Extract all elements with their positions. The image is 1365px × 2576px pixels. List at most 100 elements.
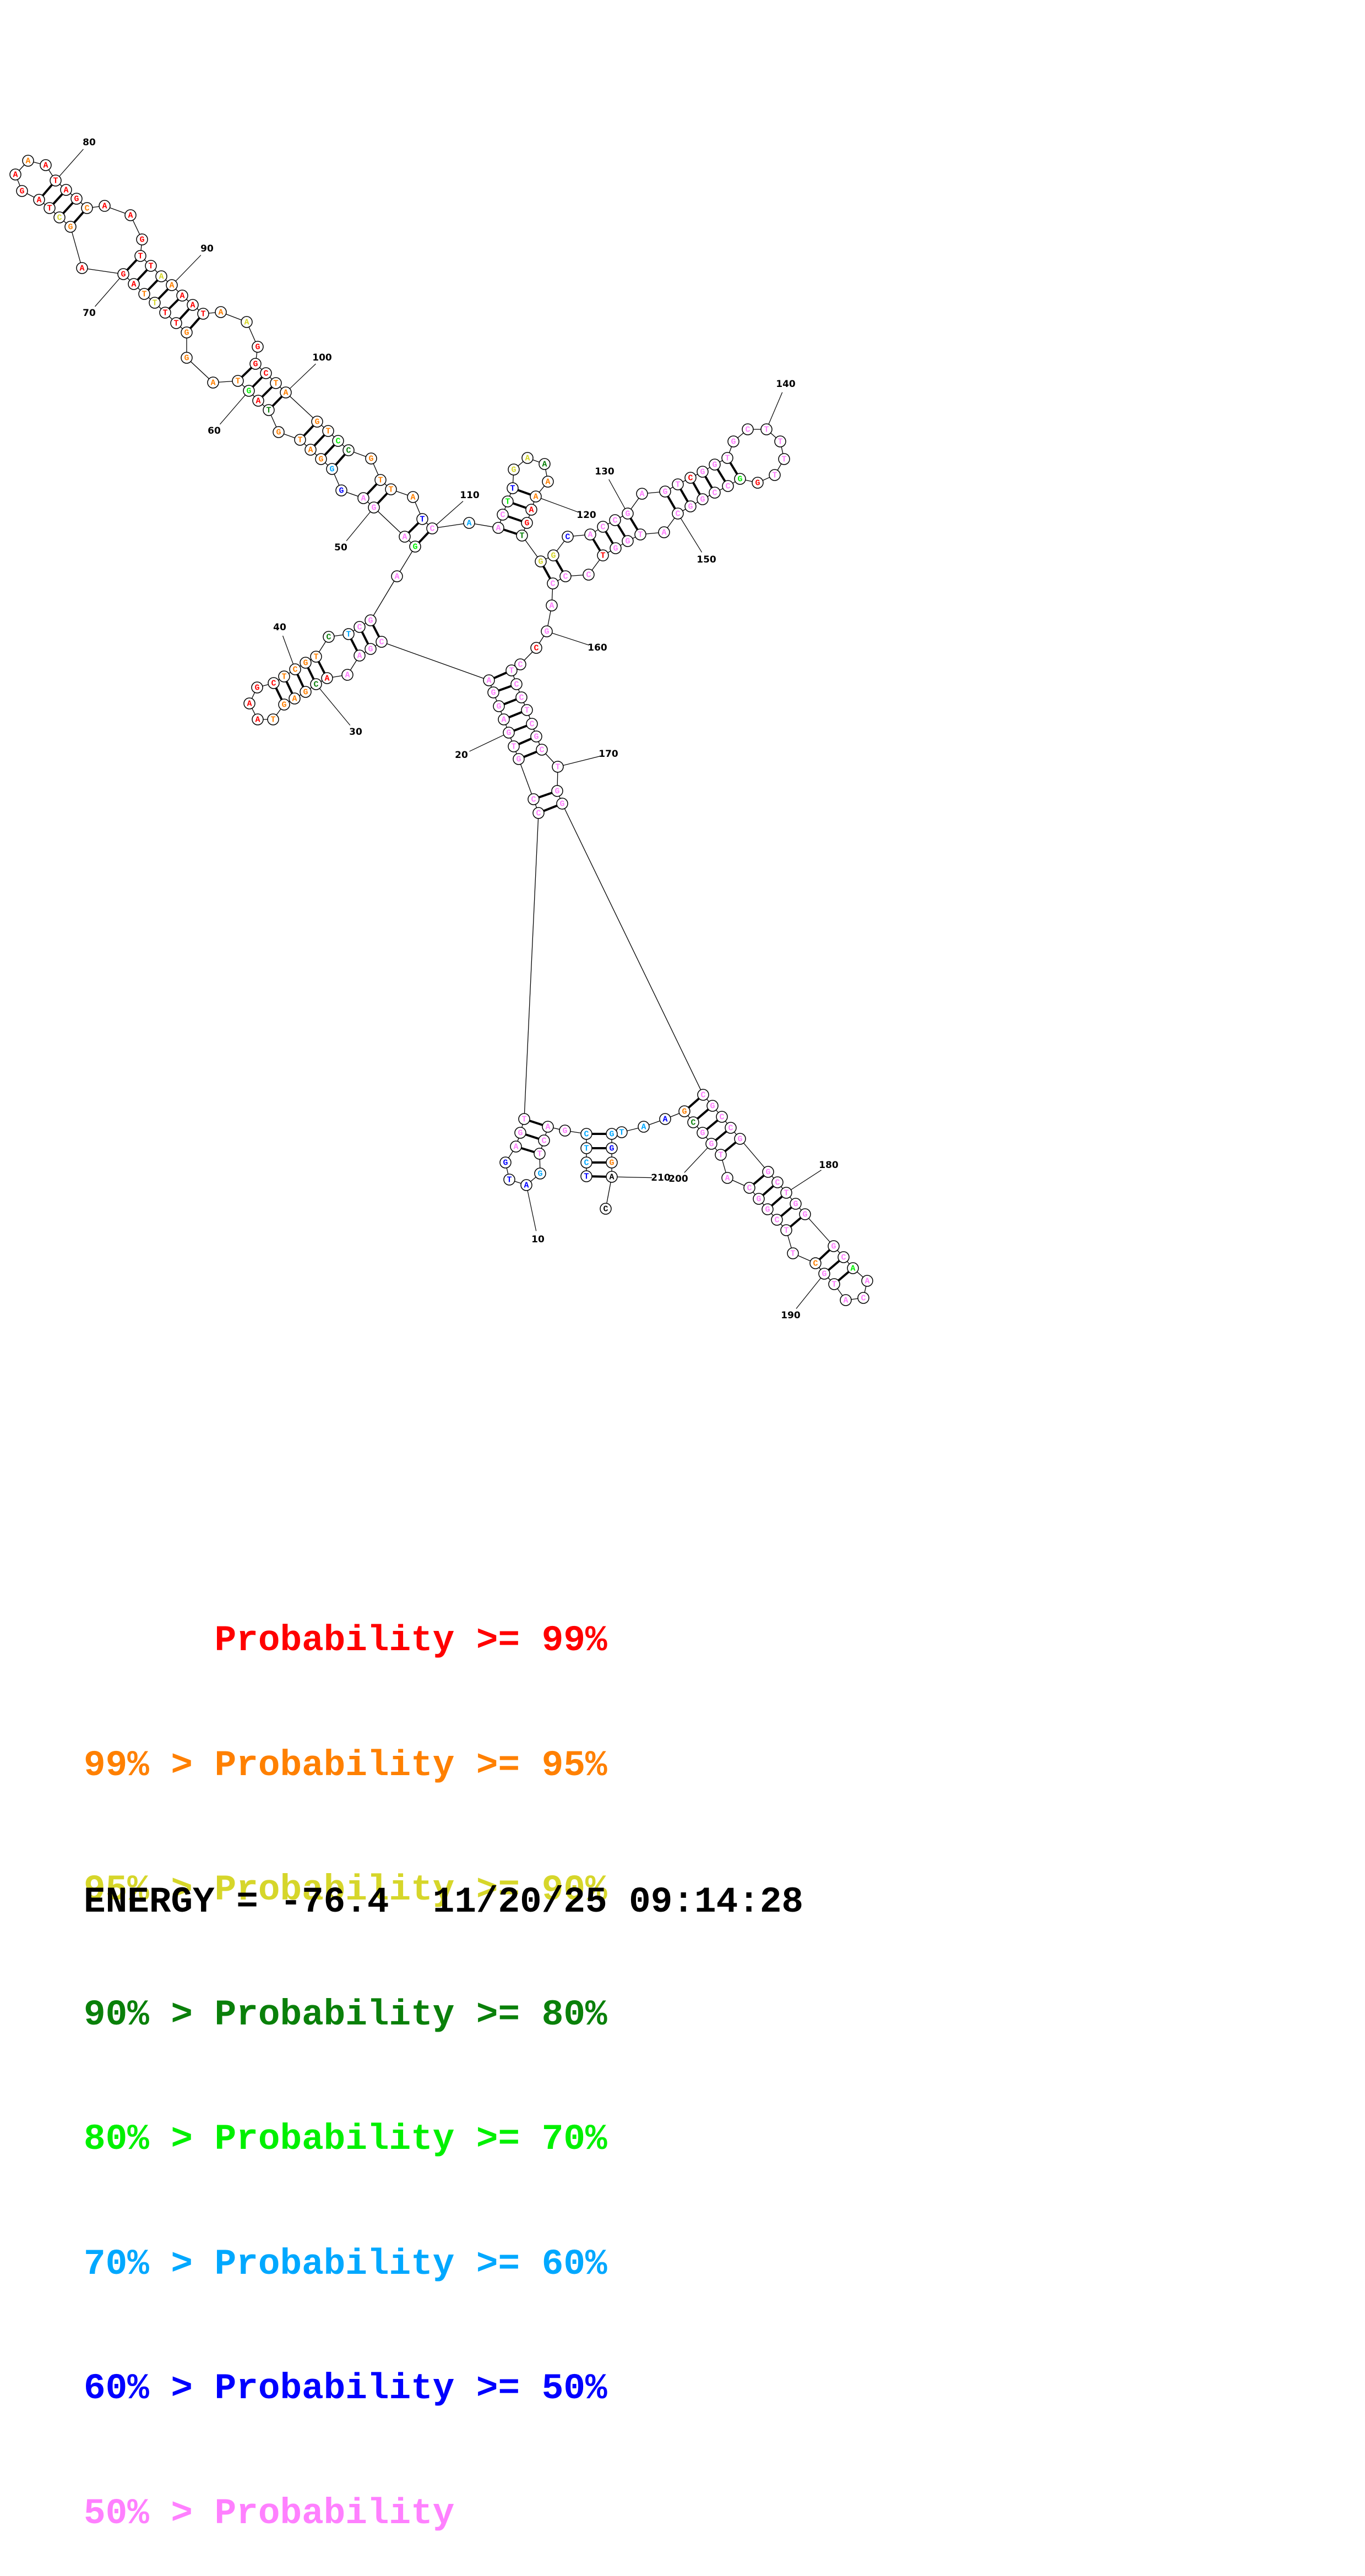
nucleotide: C xyxy=(771,1214,783,1226)
nucleotide-circle xyxy=(556,798,568,810)
nucleotide: C xyxy=(583,569,595,581)
nucleotide: T xyxy=(374,474,387,486)
nucleotide-letter: G xyxy=(255,343,260,352)
nucleotide-letter: G xyxy=(562,1127,567,1136)
nucleotide: A xyxy=(280,386,292,399)
nucleotide: T xyxy=(715,1149,727,1161)
nucleotide: A xyxy=(606,1171,618,1183)
position-label-line xyxy=(684,1143,712,1173)
nucleotide-circle xyxy=(278,698,290,711)
backbone-segment xyxy=(285,392,318,422)
legend-label: Probability xyxy=(214,1869,455,1911)
nucleotide: C xyxy=(716,1111,728,1123)
nucleotide-circle xyxy=(70,193,83,205)
nucleotide: T xyxy=(516,530,528,542)
nucleotide-letter: C xyxy=(346,446,351,456)
nucleotide-letter: C xyxy=(531,795,536,805)
nucleotide-letter: G xyxy=(765,1168,770,1177)
nucleotide: A xyxy=(636,488,648,500)
nucleotide-circle xyxy=(532,807,545,819)
nucleotide: G xyxy=(513,753,525,765)
backbone-segment xyxy=(370,576,398,621)
nucleotide-letter: A xyxy=(25,157,30,166)
nucleotide-letter: C xyxy=(586,571,591,580)
nucleotide-letter: A xyxy=(410,493,415,503)
nucleotide-letter: G xyxy=(506,729,511,738)
nucleotide-letter: G xyxy=(609,1144,614,1154)
nucleotide: A xyxy=(407,491,419,503)
nucleotide: G xyxy=(311,416,323,428)
nucleotide-circle xyxy=(638,1121,650,1133)
nucleotide-circle xyxy=(828,1278,840,1290)
nucleotide-letter: A xyxy=(662,1115,667,1125)
nucleotide-letter: A xyxy=(609,1173,614,1182)
nucleotide-letter: T xyxy=(509,667,514,676)
nucleotide: T xyxy=(278,670,290,683)
nucleotide-circle xyxy=(818,1268,830,1280)
nucleotide-letter: C xyxy=(529,720,534,729)
nucleotide: G xyxy=(181,326,193,339)
nucleotide: C xyxy=(562,531,574,543)
nucleotide: A xyxy=(304,444,317,456)
nucleotide-circle xyxy=(304,444,317,456)
nucleotide-circle xyxy=(409,541,421,553)
nucleotide: T xyxy=(552,761,564,773)
nucleotide-circle xyxy=(155,270,167,282)
nucleotide-letter: A xyxy=(542,460,547,470)
nucleotide-letter: T xyxy=(777,438,782,447)
nucleotide-letter: C xyxy=(563,572,568,582)
nucleotide-letter: G xyxy=(544,627,549,637)
nucleotide-letter: A xyxy=(639,490,644,499)
nucleotide-circle xyxy=(580,1142,592,1154)
nucleotide: G xyxy=(706,1100,719,1112)
nucleotide-circle xyxy=(734,1133,746,1145)
nucleotide-circle xyxy=(799,1208,811,1220)
nucleotide: G xyxy=(659,485,671,498)
nucleotide: G xyxy=(530,730,542,743)
nucleotide-circle xyxy=(117,268,129,280)
nucleotide-circle xyxy=(341,669,354,681)
nucleotide-circle xyxy=(267,713,279,725)
nucleotide: G xyxy=(734,473,746,485)
nucleotide: G xyxy=(251,681,263,694)
nucleotide-letter: T xyxy=(420,515,425,525)
nucleotide: A xyxy=(840,1294,852,1306)
nucleotide-circle xyxy=(241,316,253,328)
nucleotide-letter: A xyxy=(357,652,362,661)
nucleotide-letter: G xyxy=(554,787,559,796)
nucleotide-letter: T xyxy=(142,290,146,299)
nucleotide-letter: A xyxy=(218,308,223,318)
nucleotide-letter: G xyxy=(534,733,539,742)
nucleotide-letter: T xyxy=(266,406,271,416)
nucleotide-letter: G xyxy=(121,270,126,280)
nucleotide: C xyxy=(722,480,734,492)
nucleotide: A xyxy=(584,528,596,541)
nucleotide-letter: T xyxy=(510,484,515,494)
nucleotide: T xyxy=(828,1278,840,1290)
nucleotide-circle xyxy=(263,404,275,416)
nucleotide: A xyxy=(166,279,178,291)
nucleotide-circle xyxy=(502,495,514,507)
position-label-line xyxy=(786,1170,822,1193)
nucleotide-letter: A xyxy=(525,454,530,463)
nucleotide: G xyxy=(181,352,193,364)
nucleotide-circle xyxy=(289,692,301,705)
position-label-lines xyxy=(55,149,825,1309)
position-label: 20 xyxy=(455,750,468,761)
nucleotide-circle xyxy=(722,480,734,492)
nucleotide-letter: G xyxy=(503,1159,508,1168)
nucleotide-circle xyxy=(99,200,111,212)
nucleotide-circle xyxy=(534,1167,546,1180)
position-label: 170 xyxy=(599,749,618,760)
backbone xyxy=(15,160,868,1301)
nucleotide-circle xyxy=(354,650,366,662)
nucleotide-circle xyxy=(315,453,327,465)
nucleotide-letter: T xyxy=(831,1280,836,1290)
nucleotide: T xyxy=(760,423,773,435)
nucleotide: C xyxy=(310,678,322,690)
nucleotide: G xyxy=(559,1125,571,1137)
nucleotide-circle xyxy=(252,713,264,725)
nucleotide-circle xyxy=(335,484,347,496)
